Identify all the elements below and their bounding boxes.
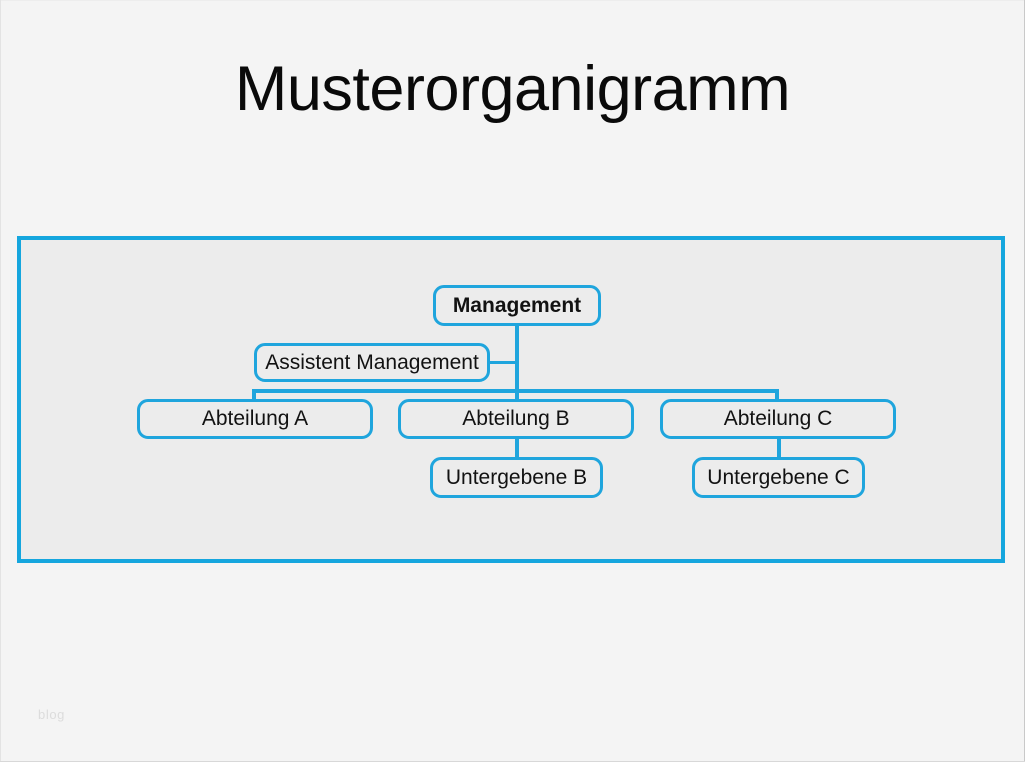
- node-untergebene-c[interactable]: Untergebene C: [692, 457, 865, 498]
- connector-assistent-stub: [489, 361, 519, 364]
- node-management[interactable]: Management: [433, 285, 601, 326]
- page-edge-left: [0, 0, 1, 762]
- node-abteilung-b[interactable]: Abteilung B: [398, 399, 634, 439]
- page-edge-top: [0, 0, 1025, 1]
- node-abteilung-c[interactable]: Abteilung C: [660, 399, 896, 439]
- node-abteilung-a[interactable]: Abteilung A: [137, 399, 373, 439]
- connector-management-trunk: [515, 325, 519, 392]
- connector-abteilung-b-untergebene-b: [515, 438, 519, 460]
- connector-abteilung-c-untergebene-c: [777, 438, 781, 460]
- connector-drop-abteilung-a: [252, 389, 256, 402]
- connector-drop-abteilung-c: [775, 389, 779, 402]
- org-chart-container: Management Assistent Management Abteilun…: [17, 236, 1005, 563]
- node-untergebene-b[interactable]: Untergebene B: [430, 457, 603, 498]
- blog-watermark: blog: [38, 707, 65, 722]
- page-title: Musterorganigramm: [234, 54, 791, 124]
- connector-drop-abteilung-b: [515, 389, 519, 402]
- node-assistent-management[interactable]: Assistent Management: [254, 343, 490, 382]
